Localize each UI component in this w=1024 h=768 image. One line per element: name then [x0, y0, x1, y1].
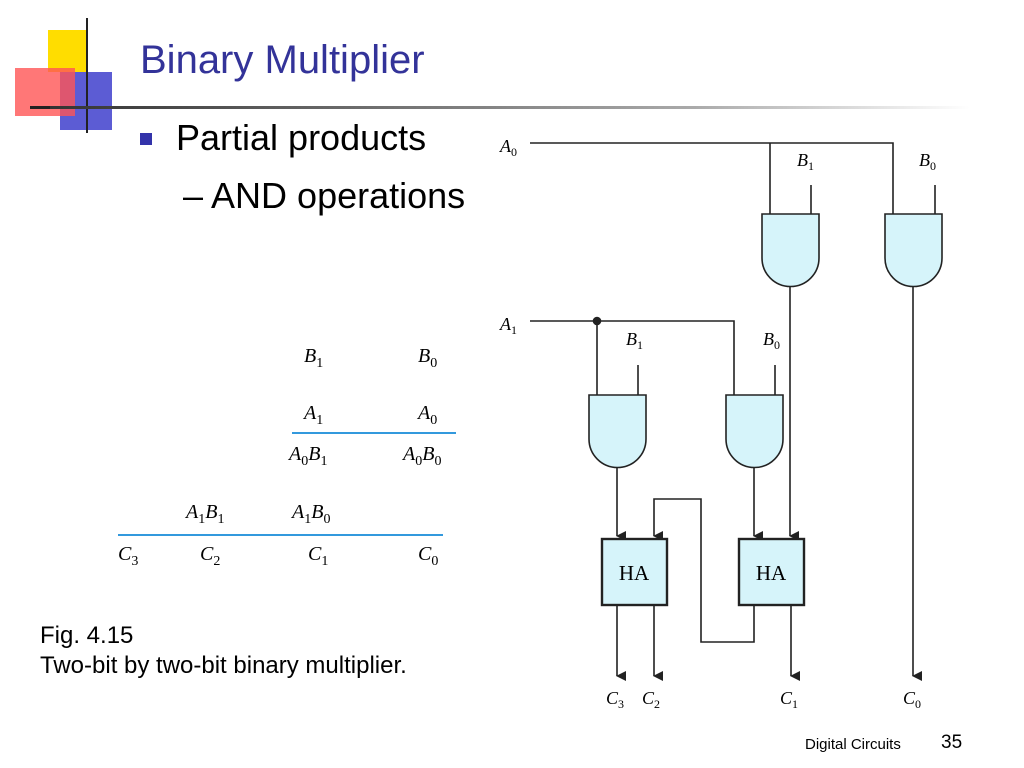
- slide-page-number: 35: [941, 732, 963, 753]
- mult-a0: A0: [416, 402, 437, 428]
- and-gate-a1b1: [588, 394, 647, 469]
- bullet-partial-products: Partial products: [176, 117, 427, 158]
- mult-a0b0: A0B0: [401, 443, 441, 469]
- and-gate-a0b0: [884, 213, 943, 288]
- figure-number: Fig. 4.15: [40, 622, 134, 649]
- label-a1: A1: [499, 314, 517, 337]
- mult-c0: C0: [418, 543, 438, 569]
- multiplier-circuit: A0 A1 B1 B0 B1 B0 HA HA: [499, 136, 943, 711]
- bullet-square-icon: [140, 133, 152, 145]
- sub-bullet-and-operations: – AND operations: [183, 175, 466, 216]
- label-a0: A0: [499, 136, 517, 159]
- label-b1-mid: B1: [626, 329, 643, 352]
- label-b0-top: B0: [919, 150, 936, 173]
- mult-a1: A1: [302, 402, 323, 428]
- ha2-label: HA: [756, 561, 787, 585]
- half-adder-1: [600, 537, 669, 607]
- mult-b1: B1: [304, 345, 323, 371]
- mult-c3: C3: [118, 543, 138, 569]
- wire-carry-loop: [653, 498, 755, 643]
- ha1-label: HA: [619, 561, 650, 585]
- output-c3: C3: [606, 688, 624, 711]
- and-gate-a1b0: [725, 394, 784, 469]
- mult-a1b0: A1B0: [290, 501, 330, 527]
- figure-caption: Two-bit by two-bit binary multiplier.: [40, 652, 407, 679]
- mult-a1b1: A1B1: [184, 501, 224, 527]
- mult-c1: C1: [308, 543, 328, 569]
- slide-title: Binary Multiplier: [140, 38, 425, 82]
- output-c2: C2: [642, 688, 660, 711]
- label-b0-mid: B0: [763, 329, 780, 352]
- half-adder-2: [737, 537, 806, 607]
- multiplication-table: B1 B0 A1 A0 A0B1 A0B0 A1B1 A1B0 C3 C2 C1…: [118, 345, 456, 569]
- junction-dot: [592, 316, 602, 326]
- deco-yellow-square: [48, 30, 86, 72]
- mult-c2: C2: [200, 543, 220, 569]
- title-underline: [50, 106, 970, 109]
- mult-b0: B0: [418, 345, 437, 371]
- footer-course-name: Digital Circuits: [805, 736, 901, 753]
- output-c1: C1: [780, 688, 798, 711]
- label-b1-top: B1: [797, 150, 814, 173]
- deco-vertical-line: [86, 18, 88, 133]
- wire-a0: [530, 142, 894, 214]
- and-gate-a0b1: [761, 213, 820, 288]
- output-c0: C0: [903, 688, 921, 711]
- mult-a0b1: A0B1: [287, 443, 327, 469]
